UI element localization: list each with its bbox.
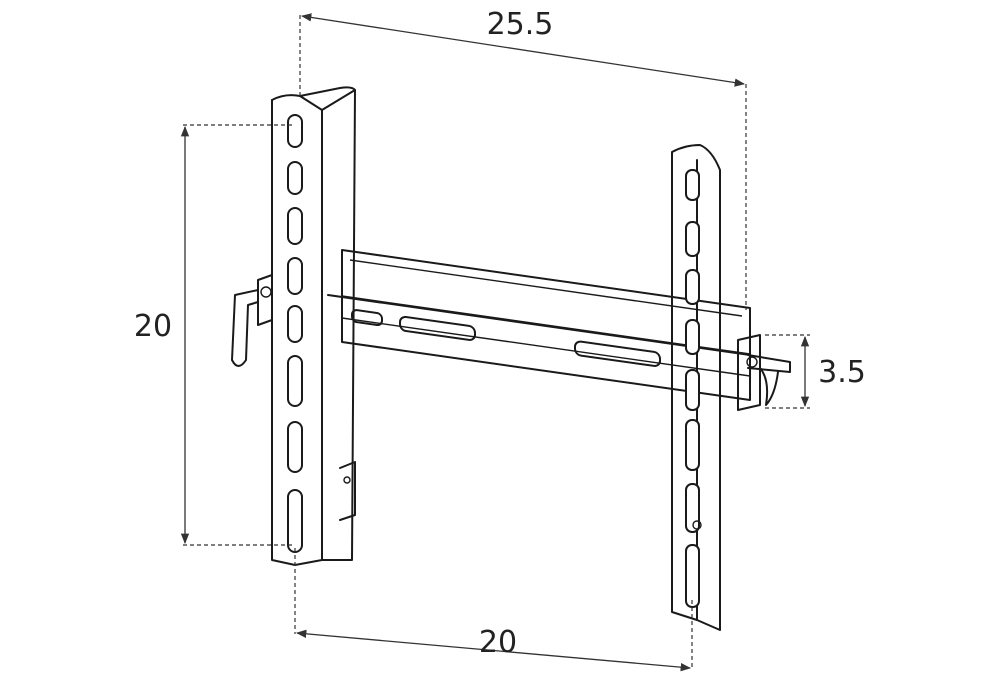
- right-safety-pin: [737, 334, 791, 411]
- left-lock-lever: [231, 274, 273, 367]
- dimension-horizontal-spacing: 20: [294, 548, 693, 672]
- overall-width-label: 25.5: [487, 7, 554, 42]
- right-bracket-slots: [685, 169, 700, 608]
- dimension-overall-width: 25.5: [299, 7, 747, 310]
- horizontal-spacing-label: 20: [479, 625, 517, 660]
- dimension-rail-depth: 3.5: [765, 334, 866, 409]
- right-vertical-bracket: [671, 144, 721, 631]
- vertical-spacing-label: 20: [134, 309, 172, 344]
- left-bracket-slots: [287, 114, 303, 553]
- dimension-vertical-spacing: 20: [134, 124, 293, 546]
- rail-depth-label: 3.5: [818, 355, 866, 390]
- left-vertical-bracket: [271, 86, 356, 566]
- horizontal-rail: [327, 249, 751, 401]
